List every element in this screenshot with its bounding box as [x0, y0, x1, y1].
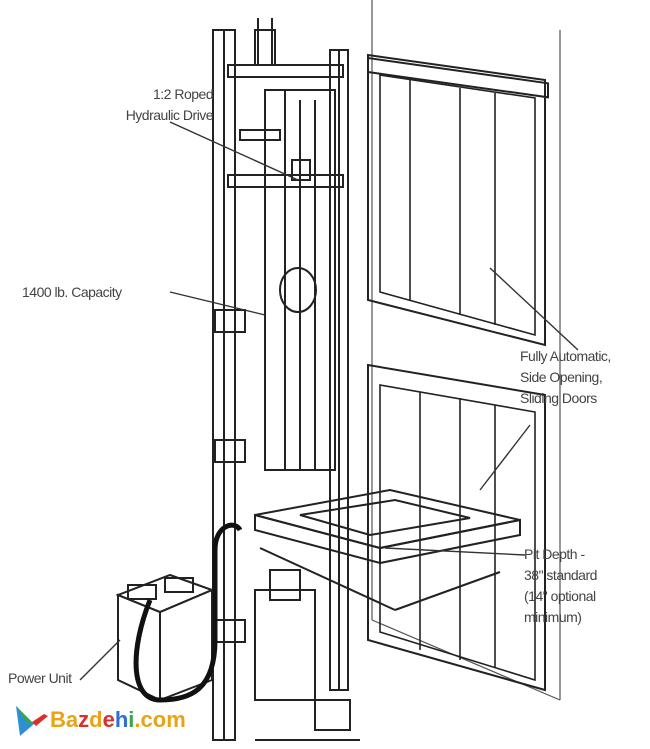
hydraulic-cylinder	[254, 569, 360, 741]
label-pit-line4: minimum)	[524, 609, 582, 625]
label-pit-line2: 38" standard	[524, 567, 597, 583]
hydraulic-hose	[133, 522, 243, 703]
leader-lines	[79, 121, 579, 681]
watermark-a: a	[65, 707, 79, 732]
watermark-logo: B a z d e h i .com	[14, 702, 186, 738]
watermark-h: h	[114, 707, 129, 732]
power-unit	[115, 573, 215, 702]
label-capacity: 1400 lb. Capacity	[22, 284, 122, 300]
label-drive-line2: Hydraulic Drive	[125, 107, 214, 123]
watermark-d: d	[89, 707, 103, 732]
guide-rail-mast	[212, 18, 349, 741]
watermark-z: z	[78, 707, 90, 732]
watermark-com: .com	[134, 707, 186, 732]
label-doors-line3: Sliding Doors	[520, 390, 597, 406]
label-doors-line1: Fully Automatic,	[520, 348, 611, 364]
label-pit-line1: Pit Depth -	[524, 546, 585, 562]
label-drive-line1: 1:2 Roped	[153, 86, 214, 102]
label-drive: 1:2 Roped Hydraulic Drive	[118, 84, 214, 126]
watermark-i: i	[128, 707, 135, 732]
hoistway-wall	[371, 0, 561, 701]
upper-landing-door	[367, 53, 549, 347]
hummingbird-icon	[16, 706, 48, 736]
watermark-e: e	[102, 707, 115, 732]
label-doors-line2: Side Opening,	[520, 369, 603, 385]
lower-landing-door	[367, 363, 546, 692]
watermark-b: B	[50, 707, 66, 732]
label-power-unit: Power Unit	[8, 670, 72, 686]
label-doors: Fully Automatic, Side Opening, Sliding D…	[520, 346, 611, 409]
car-platform	[254, 488, 521, 611]
label-pit-line3: (14" optional	[524, 588, 596, 604]
label-pit-depth: Pit Depth - 38" standard (14" optional m…	[524, 544, 597, 628]
